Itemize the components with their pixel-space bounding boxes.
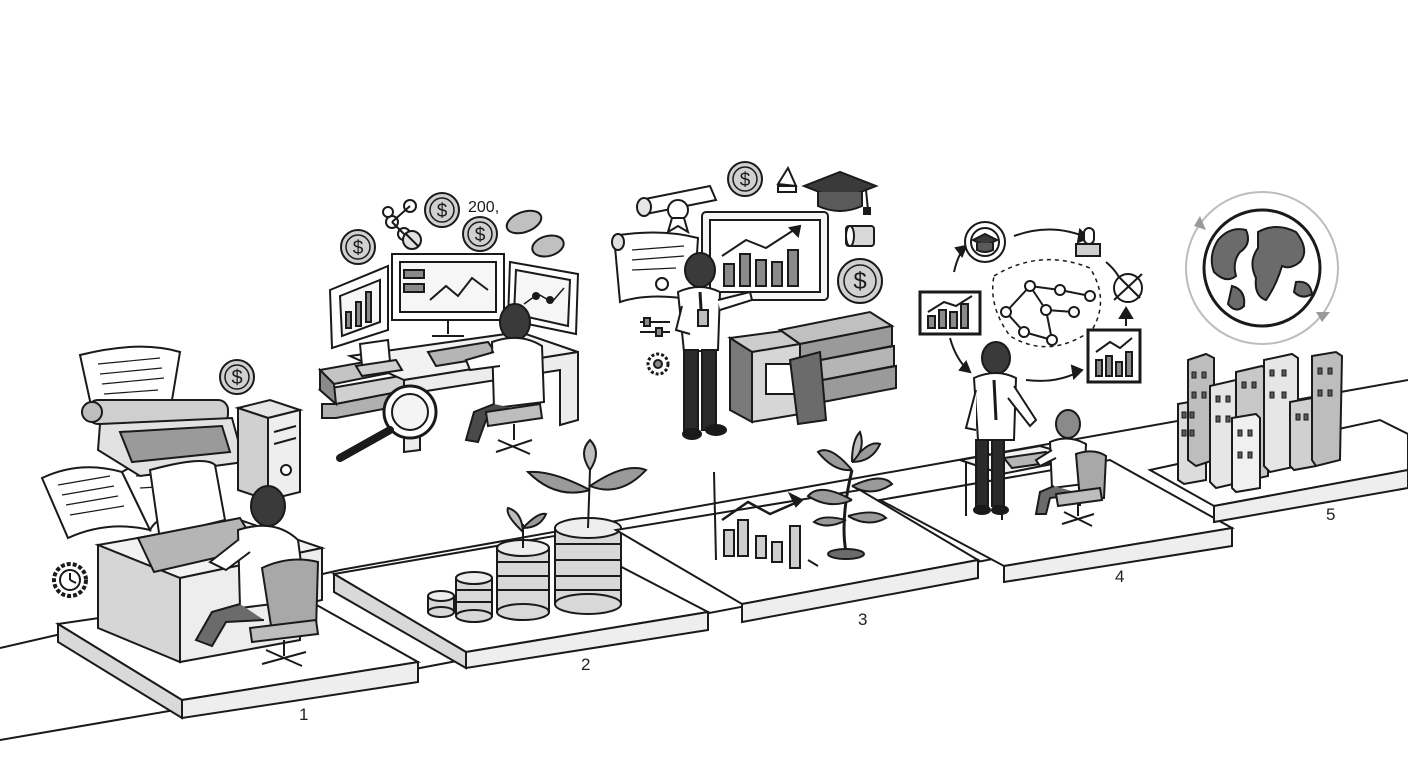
- stage-2-workstation: [317, 253, 580, 462]
- trophy-icon: [776, 165, 798, 193]
- office-chair-icon: [484, 402, 544, 455]
- svg-text:$: $: [353, 238, 364, 259]
- dollar-coin-icon: $: [837, 258, 883, 304]
- monitor-center-icon: [391, 253, 505, 337]
- whiteboard-chart-icon: [701, 211, 829, 301]
- stage-3-presenter: $ $: [611, 161, 897, 440]
- city-buildings-icon: [1177, 350, 1344, 494]
- stage-label-4: 4: [1115, 567, 1125, 586]
- monitor-left-icon: [328, 264, 389, 350]
- sprout-small-icon: [506, 506, 548, 548]
- tool-icon: [402, 230, 422, 250]
- office-chair-icon: [1054, 450, 1108, 527]
- dollar-coin-icon: $: [462, 216, 498, 252]
- stage-2-growth: [427, 438, 648, 623]
- compass-icon: [1113, 273, 1143, 303]
- coin-stack-medium: [455, 571, 493, 623]
- book-stack-icon: [727, 310, 897, 426]
- stage-label-5: 5: [1326, 505, 1336, 524]
- stage-label-2: 2: [581, 655, 591, 674]
- bar-chart-icon: [713, 471, 819, 569]
- dollar-coin-icon: $: [340, 229, 376, 265]
- stamp-icon: [845, 225, 875, 247]
- stage-label-1: 1: [299, 705, 309, 724]
- svg-text:$: $: [475, 225, 486, 246]
- dollar-coin-icon: $: [219, 359, 255, 395]
- diploma-scroll-icon: [611, 231, 700, 304]
- stage-2-floating-icons: $ $ $ 200,: [340, 192, 565, 265]
- coin-stack-large: [496, 539, 550, 621]
- abacus-icon: [640, 317, 670, 337]
- gears-icon: [646, 352, 670, 376]
- coin-disc-icon: [505, 209, 565, 258]
- graduation-cap-icon: [801, 170, 879, 215]
- stage-5-scene: [1177, 191, 1344, 494]
- svg-text:$: $: [853, 268, 866, 295]
- person-presenter-icon: [674, 252, 754, 440]
- stage-4-scene: [918, 221, 1143, 527]
- coin-stack-small: [427, 590, 455, 618]
- stage-1-scene: $: [40, 345, 326, 667]
- floating-number: 200,: [468, 199, 499, 216]
- dollar-coin-icon: $: [424, 192, 460, 228]
- certificate-roll-icon: [636, 184, 718, 235]
- stage-label-3: 3: [858, 610, 868, 629]
- chart-panel-right-icon: [1086, 328, 1142, 384]
- tree-sapling-icon: [806, 430, 894, 560]
- laptop-icon: [354, 338, 404, 378]
- gear-clock-icon: [52, 562, 88, 598]
- chart-panel-left-icon: [918, 290, 982, 336]
- coin-stack-tallest: [554, 517, 622, 615]
- stage-4-platform: [876, 458, 1235, 584]
- dollar-coin-icon: $: [727, 161, 763, 197]
- svg-text:$: $: [740, 170, 751, 191]
- graduation-cap-badge-icon: [964, 221, 1006, 263]
- cycle-arrows-icon: [949, 227, 1134, 382]
- network-diagram-icon: [991, 258, 1102, 348]
- person-manager-icon: [964, 341, 1038, 515]
- globe-icon: [1185, 191, 1339, 345]
- svg-text:$: $: [437, 201, 448, 222]
- typewriter-icon: [78, 345, 246, 478]
- office-chair-icon: [248, 558, 320, 667]
- plant-sprout-icon: [525, 438, 648, 529]
- stamp-icon: [1075, 227, 1101, 257]
- stage-3-growth: [713, 430, 894, 569]
- magnifying-glass-icon: [336, 384, 438, 462]
- svg-text:$: $: [231, 367, 242, 389]
- computer-tower-icon: [234, 398, 304, 502]
